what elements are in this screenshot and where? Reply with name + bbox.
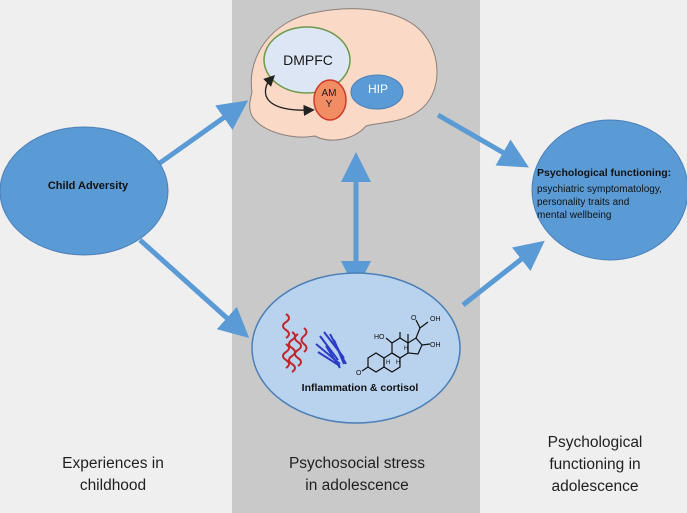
psych-detail-line-1: psychiatric symptomatology, [537,184,662,195]
child-adversity-label: Child Adversity [47,180,129,192]
caption-stress-line-2: in adolescence [305,477,409,494]
psych-detail-line-2: personality traits and [537,197,630,208]
molecule-label-oh-top: OH [430,316,441,323]
molecule-label-ketone: O [356,370,362,377]
hip-label: HIP [367,82,388,96]
cortisol-molecule-icon [361,319,431,373]
psych-functioning-details: psychiatric symptomatology, personality … [537,183,687,222]
protein-structure-red-icon [282,313,308,373]
caption-stress: Psychosocial stress in adolescence [262,453,452,497]
arrow-inflammation-to-psych [461,240,545,307]
dmpfc-label: DMPFC [283,52,333,68]
amygdala-region [313,79,347,121]
molecule-label-h1: H [396,360,400,366]
protein-structure-blue-icon [315,331,347,369]
psych-detail-line-3: mental wellbeing [537,210,612,221]
psych-functioning-node [531,119,687,261]
molecule-label-oh-side: OH [430,342,441,349]
caption-childhood-line-2: childhood [79,477,147,494]
amygdala-label: AM Y [317,88,341,110]
dmpfc-connection-tail [263,75,275,87]
caption-functioning-line-1: Psychological [547,434,643,451]
inflammation-label: Inflammation & cortisol [301,382,419,394]
molecule-label-h2: H [404,346,408,352]
child-adversity-node [0,126,169,256]
caption-childhood-line-1: Experiences in [62,455,164,472]
arrow-brain-to-psych [436,112,529,168]
psych-functioning-title: Psychological functioning: [537,167,672,179]
caption-childhood: Experiences in childhood [18,453,208,497]
dmpfc-region [263,26,351,94]
hip-region [350,74,404,110]
caption-functioning-line-3: adolescence [551,478,639,495]
molecule-label-ho: HO [374,334,385,341]
caption-functioning: Psychological functioning in adolescence [520,432,670,498]
molecule-label-o-top: O [411,315,417,322]
arrow-adversity-to-brain [155,100,249,168]
arrow-adversity-to-inflammation [138,238,250,339]
molecule-label-h3: H [386,360,390,366]
amygdala-label-line1: AM [321,88,337,99]
caption-stress-line-1: Psychosocial stress [288,455,426,472]
amygdala-label-line2: Y [325,99,333,110]
inflammation-node [251,272,461,424]
caption-functioning-line-2: functioning in [549,456,641,473]
column-childhood [0,0,232,513]
